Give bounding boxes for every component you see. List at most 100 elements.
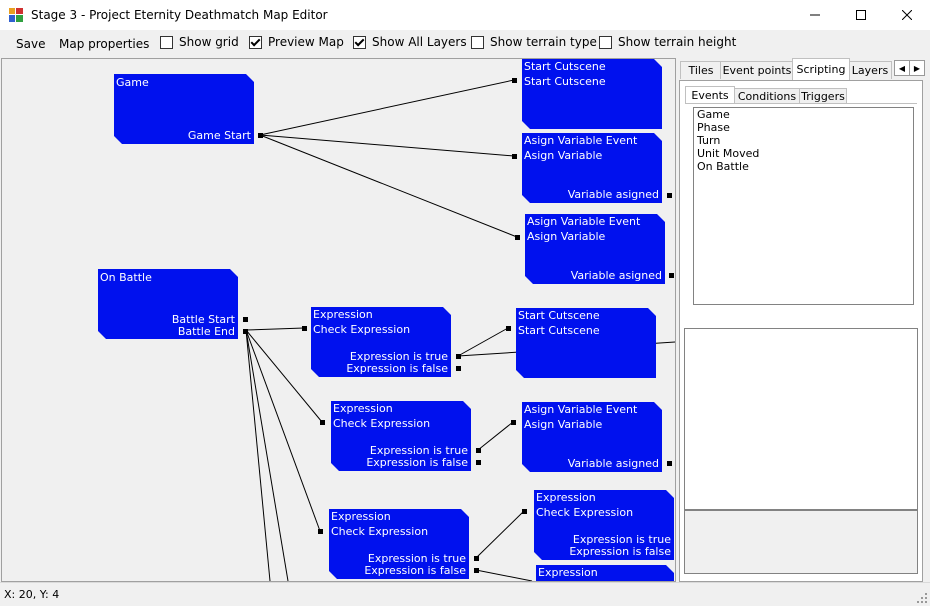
input-port[interactable]	[515, 235, 520, 240]
node-subtitle: Check Expression	[536, 506, 634, 519]
output-port[interactable]	[476, 460, 481, 465]
tab-scripting[interactable]: Scripting	[792, 58, 850, 80]
input-port[interactable]	[512, 78, 517, 83]
node-output-label: Variable asigned	[567, 188, 659, 201]
script-canvas[interactable]: Game Game Start Start Cutscene Start Cut…	[1, 58, 676, 582]
node-title: Expression	[313, 308, 373, 321]
show-grid-checkbox[interactable]: Show grid	[160, 35, 239, 49]
link-line	[245, 329, 271, 581]
output-port[interactable]	[243, 329, 248, 334]
node-output-label: Expression is false	[366, 456, 468, 469]
tab-scroll-right-button[interactable]: ▶	[909, 60, 925, 76]
output-port[interactable]	[243, 317, 248, 322]
node-start-cutscene[interactable]: Start Cutscene Start Cutscene	[522, 59, 662, 129]
node-output-label: Expression is false	[569, 545, 671, 558]
node-output-label: Expression is true	[369, 444, 468, 457]
show-grid-label: Show grid	[179, 35, 239, 49]
tab-tiles[interactable]: Tiles	[680, 61, 722, 79]
input-port[interactable]	[511, 420, 516, 425]
input-port[interactable]	[512, 154, 517, 159]
node-output-label: Variable asigned	[567, 457, 659, 470]
node-expression[interactable]: Expression Check Expression Expression i…	[534, 490, 674, 560]
show-terrain-height-label: Show terrain height	[618, 35, 737, 49]
tab-event-points[interactable]: Event points	[720, 61, 794, 79]
list-item[interactable]: Game	[697, 108, 730, 121]
preview-map-checkbox[interactable]: Preview Map	[249, 35, 344, 49]
input-port[interactable]	[506, 326, 511, 331]
node-expression[interactable]: Expression Check Expression Expression i…	[331, 401, 471, 471]
output-port[interactable]	[667, 461, 672, 466]
input-port[interactable]	[320, 420, 325, 425]
show-all-layers-checkbox[interactable]: Show All Layers	[353, 35, 467, 49]
node-expression[interactable]: Expression Check Expression Expression i…	[311, 307, 451, 377]
node-start-cutscene[interactable]: Start Cutscene Start Cutscene	[516, 308, 656, 378]
properties-box[interactable]	[684, 328, 918, 510]
node-assign-variable[interactable]: Asign Variable Event Asign Variable Vari…	[525, 214, 665, 284]
chevron-left-icon: ◀	[898, 63, 906, 73]
node-expression[interactable]: Expression Check Expression Expression i…	[329, 509, 469, 579]
link-line	[457, 327, 509, 357]
show-terrain-type-check[interactable]	[471, 35, 484, 49]
window-title: Stage 3 - Project Eternity Deathmatch Ma…	[31, 8, 328, 22]
save-menu[interactable]: Save	[16, 37, 46, 51]
title-bar: Stage 3 - Project Eternity Deathmatch Ma…	[0, 0, 930, 30]
list-item[interactable]: Phase	[697, 121, 730, 134]
cursor-coordinates: X: 20, Y: 4	[4, 588, 60, 601]
show-terrain-height-checkbox[interactable]: Show terrain height	[599, 35, 736, 49]
node-title: Expression	[331, 510, 391, 523]
input-port[interactable]	[318, 529, 323, 534]
menu-bar: Save Map properties Show grid Preview Ma…	[0, 30, 930, 57]
map-properties-menu[interactable]: Map properties	[59, 37, 150, 51]
link-line	[475, 510, 525, 559]
node-output-label: Expression is true	[367, 552, 466, 565]
tab-layers[interactable]: Layers	[848, 61, 892, 79]
node-subtitle: Start Cutscene	[518, 324, 600, 337]
node-subtitle: Asign Variable	[524, 149, 603, 162]
output-port[interactable]	[474, 556, 479, 561]
node-expression[interactable]: Expression	[536, 565, 674, 582]
tab-triggers[interactable]: Triggers	[799, 88, 847, 104]
link-line	[245, 329, 321, 532]
link-line	[245, 327, 305, 331]
node-output-label: Battle Start	[171, 313, 235, 326]
node-assign-variable[interactable]: Asign Variable Event Asign Variable Vari…	[522, 133, 662, 203]
link-line	[259, 79, 515, 136]
tab-events[interactable]: Events	[685, 86, 735, 104]
resize-grip-icon[interactable]	[917, 593, 927, 603]
node-subtitle: Check Expression	[313, 323, 411, 336]
node-output-label: Variable asigned	[570, 269, 662, 282]
node-assign-variable[interactable]: Asign Variable Event Asign Variable Vari…	[522, 402, 662, 472]
tab-scroll-left-button[interactable]: ◀	[894, 60, 910, 76]
close-button[interactable]	[884, 0, 930, 30]
show-grid-check[interactable]	[160, 35, 173, 49]
tab-conditions[interactable]: Conditions	[734, 88, 800, 104]
output-port[interactable]	[456, 354, 461, 359]
events-list[interactable]: Game Phase Turn Unit Moved On Battle	[693, 107, 914, 305]
show-terrain-height-check[interactable]	[599, 35, 612, 49]
node-on-battle[interactable]: On Battle Battle Start Battle End	[98, 269, 238, 339]
input-port[interactable]	[522, 509, 527, 514]
output-port[interactable]	[456, 366, 461, 371]
output-port[interactable]	[476, 448, 481, 453]
node-title: Start Cutscene	[518, 309, 600, 322]
preview-map-check[interactable]	[249, 35, 262, 49]
output-port[interactable]	[258, 133, 263, 138]
output-port[interactable]	[474, 568, 479, 573]
show-terrain-type-label: Show terrain type	[490, 35, 597, 49]
node-title: Expression	[333, 402, 393, 415]
list-item[interactable]: Unit Moved	[697, 147, 760, 160]
show-terrain-type-checkbox[interactable]: Show terrain type	[471, 35, 597, 49]
output-port[interactable]	[667, 193, 672, 198]
minimize-button[interactable]	[792, 0, 838, 30]
app-icon	[9, 8, 23, 22]
node-game[interactable]: Game Game Start	[114, 74, 254, 144]
close-icon	[902, 10, 912, 20]
node-title: Expression	[538, 566, 598, 579]
node-title: On Battle	[100, 271, 152, 284]
show-all-layers-check[interactable]	[353, 35, 366, 49]
output-port[interactable]	[669, 273, 674, 278]
maximize-button[interactable]	[838, 0, 884, 30]
list-item[interactable]: Turn	[697, 134, 721, 147]
list-item[interactable]: On Battle	[697, 160, 749, 173]
input-port[interactable]	[302, 326, 307, 331]
